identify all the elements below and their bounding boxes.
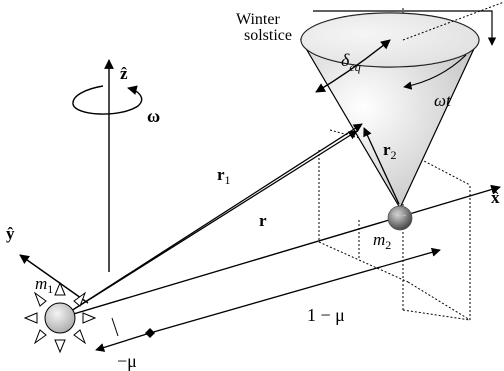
sun-m1-icon bbox=[23, 281, 97, 354]
precession-cone bbox=[299, 12, 480, 210]
position-vectors bbox=[59, 123, 400, 319]
cone-axis-reference bbox=[402, 1, 504, 41]
r1-label: r1 bbox=[217, 165, 231, 187]
tick-left bbox=[111, 317, 119, 337]
distance-one-minus-mu bbox=[149, 247, 441, 334]
winter-label-line2: solstice bbox=[244, 27, 292, 44]
delta-eq-label: δeq bbox=[341, 50, 361, 74]
winter-label-line1: Winter bbox=[236, 11, 280, 28]
r-label: r bbox=[259, 211, 267, 230]
z-axis-label: ẑ bbox=[120, 64, 128, 83]
one-minus-mu-label: 1 − μ bbox=[307, 305, 345, 325]
winter-solstice-pointer bbox=[313, 10, 497, 46]
delta-eq-arc bbox=[315, 39, 391, 93]
omega-label: ω bbox=[147, 106, 160, 126]
barycenter-marker bbox=[145, 328, 155, 338]
y-axis-label: ŷ bbox=[6, 224, 15, 243]
coordinate-axes bbox=[19, 59, 501, 319]
distance-minus-mu bbox=[95, 332, 151, 352]
m1-label: m1 bbox=[35, 274, 53, 296]
rotation-arrow bbox=[72, 85, 143, 115]
x-axis-label: x̂ bbox=[491, 188, 500, 207]
omega-t-label: ωt bbox=[434, 91, 452, 110]
minus-mu-label: −μ bbox=[117, 351, 137, 371]
earth-m2-icon bbox=[387, 205, 413, 231]
r2-label: r2 bbox=[383, 140, 397, 162]
omega-t-arc bbox=[403, 54, 467, 90]
m2-label: m2 bbox=[373, 230, 391, 252]
